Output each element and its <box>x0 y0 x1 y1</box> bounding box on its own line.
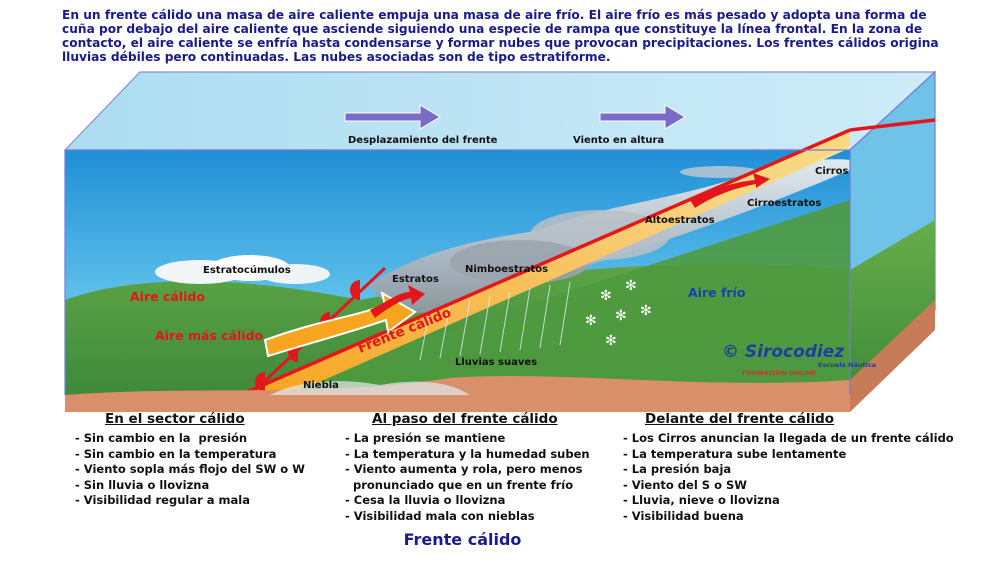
brand-tagline: FORMACIÓN ONLINE <box>742 369 817 377</box>
list-item: - Viento del S o SW <box>623 477 747 492</box>
box-top-face <box>63 71 937 151</box>
box-edges <box>64 149 851 395</box>
list-item: pronunciado que en un frente frío <box>345 477 574 492</box>
svg-text:✻: ✻ <box>605 333 617 349</box>
label-fog: Niebla <box>303 380 339 391</box>
list-item: - Visibilidad buena <box>623 508 744 523</box>
cirroestratos-arrow <box>690 173 770 208</box>
svg-text:✻: ✻ <box>600 288 612 304</box>
label-altoestratos: Altoestratos <box>645 215 715 226</box>
front-line <box>239 128 851 397</box>
estratos-arrow <box>370 285 425 318</box>
column-list: - La presión se mantiene - La temperatur… <box>345 431 590 525</box>
label-cirroestratos: Cirroestratos <box>747 198 821 209</box>
list-item: - La temperatura sube lentamente <box>623 446 847 461</box>
upper-wind-arrow <box>599 104 686 130</box>
brand-subtitle: Escuela Náutica <box>818 361 877 369</box>
list-item: - La presión baja <box>623 462 732 477</box>
snowflakes: ✻✻ ✻✻ ✻✻ <box>585 278 652 349</box>
intro-paragraph: En un frente cálido una masa de aire cal… <box>62 8 939 64</box>
list-item: - La presión se mantiene <box>345 431 506 445</box>
brand-name: Sirocodiez <box>744 342 845 362</box>
list-item: - Visibilidad mala con nieblas <box>345 508 535 523</box>
svg-text:✻: ✻ <box>640 303 652 319</box>
list-item: - La temperatura y la humedad suben <box>345 446 590 461</box>
label-cold-air: Aire frío <box>688 285 746 300</box>
list-item: - Viento sopla más flojo del SW o W <box>75 462 305 477</box>
column-front-passage: Al paso del frente cálido - La presión s… <box>345 411 590 525</box>
ground-right-face <box>850 300 935 412</box>
displacement-arrow <box>344 104 441 130</box>
column-warm-sector: En el sector cálido - Sin cambio en la p… <box>75 411 305 509</box>
list-item: - Cesa la lluvia o llovizna <box>345 493 506 508</box>
column-title: En el sector cálido <box>105 411 245 427</box>
label-cirros: Cirros <box>815 166 849 177</box>
diagram-caption: Frente cálido <box>403 530 522 549</box>
label-estratocumulos: Estratocúmulos <box>203 264 291 276</box>
column-list: - Sin cambio en la presión - Sin cambio … <box>75 431 305 509</box>
front-line-side <box>849 118 936 132</box>
list-item: - Sin lluvia o llovizna <box>75 477 210 492</box>
label-estratos: Estratos <box>392 274 439 285</box>
list-item: - Sin cambio en la presión <box>75 431 248 445</box>
estratocumulos-clouds <box>155 255 330 284</box>
svg-text:✻: ✻ <box>625 278 637 294</box>
column-title: Delante del frente cálido <box>645 411 835 427</box>
label-warmer-air: Aire más cálido <box>155 328 264 343</box>
svg-text:✻: ✻ <box>585 313 597 329</box>
label-upper-wind: Viento en altura <box>573 135 664 146</box>
list-item: - Visibilidad regular a mala <box>75 493 250 508</box>
list-item: - Viento aumenta y rola, pero menos <box>345 462 583 477</box>
copyright-symbol: © <box>722 342 739 362</box>
list-item: - Sin cambio en la temperatura <box>75 446 277 461</box>
list-item: - Lluvia, nieve o llovizna <box>623 493 780 508</box>
column-ahead-of-front: Delante del frente cálido - Los Cirros a… <box>623 411 954 525</box>
svg-text:✻: ✻ <box>615 308 627 324</box>
label-warm-air: Aire cálido <box>130 289 205 304</box>
label-light-rain: Lluvias suaves <box>455 357 537 368</box>
column-title: Al paso del frente cálido <box>372 411 558 427</box>
rain-area <box>419 281 571 361</box>
brand-logo: © Sirocodiez Escuela Náutica FORMACIÓN O… <box>722 342 876 377</box>
fog-area <box>270 381 470 395</box>
list-item: - Los Cirros anuncian la llegada de un f… <box>623 431 954 445</box>
label-nimboestratos: Nimboestratos <box>465 264 548 275</box>
label-front-displacement: Desplazamiento del frente <box>348 135 498 146</box>
column-list: - Los Cirros anuncian la llegada de un f… <box>623 431 954 525</box>
